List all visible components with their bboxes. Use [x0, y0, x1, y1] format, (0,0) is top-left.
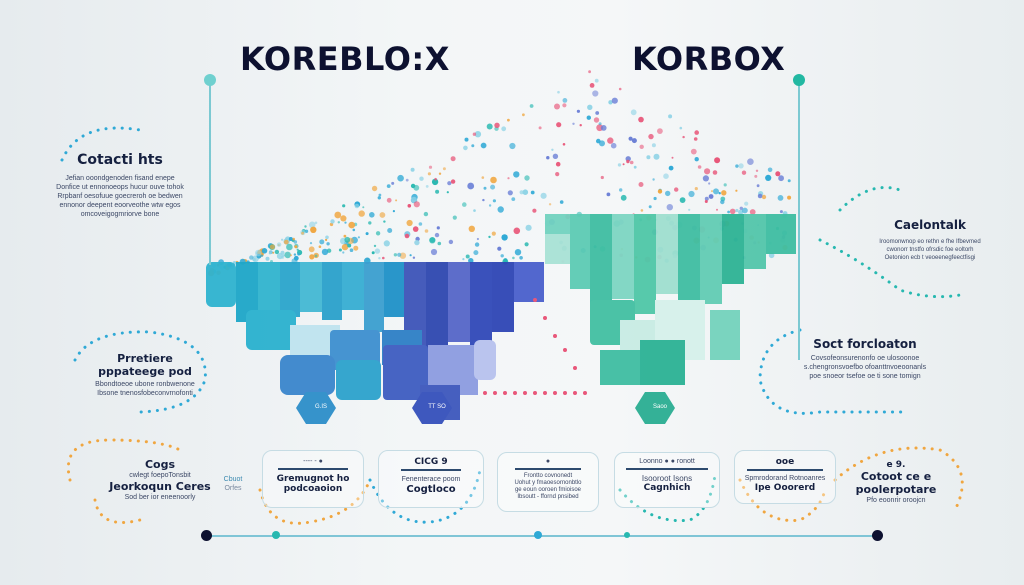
callout-line: Covsofeonsurenonfo oe ulosoonoe: [810, 355, 920, 362]
callout-title: Caelontalk: [894, 218, 966, 232]
box-line: Uohut y fmaoesornonbtlo: [514, 480, 582, 486]
right-mosaic: [545, 214, 796, 424]
left-brand-title: KOREBLO:X: [240, 40, 450, 78]
callout-title-secondary: Jeorkoqun Ceres: [109, 480, 211, 493]
left-block-label: G.IS: [314, 404, 327, 410]
callout-footer: Pfo eoonrir oroojcn: [866, 497, 926, 504]
callout-line: cwlegt foepoTonsbit: [129, 472, 191, 479]
box-header: ooe: [775, 457, 795, 467]
callout-line: poe snoeor tsefoe oe ti sone tomign: [809, 373, 921, 380]
callout-header: e 9.: [886, 460, 906, 470]
callout-line: Rrpbanf oesofuue goecreroh oe bedwen: [57, 193, 183, 200]
right-pin-line: [798, 80, 800, 360]
box-title: podcoaoion: [283, 484, 343, 494]
box-header: ●: [545, 458, 551, 465]
side-note-line: Cbuot: [223, 476, 243, 483]
left-pin-line: [209, 80, 211, 265]
info-box-1: ---- - ● Gremugnot ho podcoaoion: [262, 450, 364, 508]
callout-line: Ibsone tnenosfobeconvrnofonti: [97, 390, 193, 397]
callout-line: s.chengronsvoefbo ofoanttnvoeoonanls: [803, 364, 927, 371]
timeline-node: [624, 532, 630, 538]
box-header: CICG 9: [414, 457, 448, 467]
box-header: Loonno ● ● ronott: [639, 458, 695, 465]
callout-title: Cogs: [144, 458, 176, 471]
box-line: Ibsoutt - ffornd pnsibed: [517, 494, 579, 500]
callout-bottom-left: Cogs cwlegt foepoTonsbit Jeorkoqun Ceres…: [100, 458, 220, 502]
box-subtitle: Spmrodorand Rotnoanres: [744, 475, 826, 482]
callout-line: Jefian ooondgenoden fisand enepe: [65, 175, 175, 182]
callout-mid-left: Prretiere pppateege pod Bbondtoeoe ubone…: [85, 352, 205, 398]
left-mosaic: [206, 262, 544, 424]
box-divider: [747, 469, 823, 471]
callout-line: Iroomonwnop eo rethn e fhe Ifbevmed: [879, 239, 981, 245]
callout-line: omcoveigogmriorve bone: [80, 211, 160, 218]
side-note-line: Orfes: [224, 485, 242, 492]
callout-footer: Sod ber ior eneenoorly: [124, 494, 196, 501]
info-box-4: Loonno ● ● ronott Isooroot Isons Cagnhic…: [614, 452, 720, 508]
callout-title: Cotacti hts: [77, 152, 163, 168]
left-pin-dot: [204, 74, 216, 86]
callout-title: Soct forcloaton: [813, 337, 917, 351]
box-line: ge eoun ooroen fmioisoe: [514, 487, 582, 493]
callout-title: Prretiere: [117, 352, 173, 365]
info-box-5: ooe Spmrodorand Rotnoanres Ipe Ooorerd: [734, 450, 836, 504]
info-box-2: CICG 9 Fenenterace poom Cogtloco: [378, 450, 484, 508]
box-line: Frontto covnonedt: [523, 473, 573, 479]
callout-line: Bbondtoeoe ubone ronbwenone: [95, 381, 195, 388]
box-title: Isooroot Isons: [641, 474, 693, 483]
timeline-start-node: [201, 530, 212, 541]
box-divider: [278, 468, 348, 470]
callout-bottom-right: e 9. Cotoot ce e poolerpotare Pfo eoonri…: [846, 460, 946, 505]
box-divider: [515, 468, 581, 470]
box-title: Ipe Ooorerd: [754, 483, 816, 493]
callout-right-top: Caelontalk Iroomonwnop eo rethn e fhe If…: [870, 218, 990, 262]
right-brand-title: KORBOX: [632, 40, 786, 78]
callout-line: Donfice ut ennonoeops hucur ouve tohok: [56, 184, 184, 191]
box-subtitle: Fenenterace poom: [401, 476, 461, 483]
box-title: Cagnhich: [643, 483, 691, 493]
right-block-label: Saoo: [652, 404, 667, 410]
callout-title: pppateege pod: [98, 365, 192, 378]
callout-top-left: Cotacti hts Jefian ooondgenoden fisand e…: [40, 152, 200, 219]
callout-line: cwonorr tnstfo ofrsdic foe eoltorh: [886, 247, 974, 253]
timeline-node: [534, 531, 542, 539]
info-box-3: ● Frontto covnonedt Uohut y fmaoesornonb…: [497, 452, 599, 512]
box-divider: [626, 468, 708, 470]
right-pin-dot: [793, 74, 805, 86]
callout-right-mid: Soct forcloaton Covsofeonsurenonfo oe ul…: [800, 337, 930, 381]
box-header: ---- - ●: [303, 458, 323, 465]
red-connector: [483, 298, 587, 395]
center-block-label: TT SO: [428, 404, 446, 410]
side-note: Cbuot Orfes: [218, 475, 248, 493]
box-title: Cogtloco: [406, 484, 456, 495]
callout-title: poolerpotare: [855, 483, 937, 496]
timeline-node: [272, 531, 280, 539]
callout-line: Oetonion ecb t veoeenegfeectfisgi: [884, 255, 976, 261]
callout-title: Cotoot ce e: [860, 470, 932, 483]
timeline-end-node: [872, 530, 883, 541]
box-title: Gremugnot ho: [276, 474, 350, 484]
callout-line: ennonor deepent eoorveothe wtw egos: [59, 202, 181, 209]
box-divider: [401, 469, 461, 471]
